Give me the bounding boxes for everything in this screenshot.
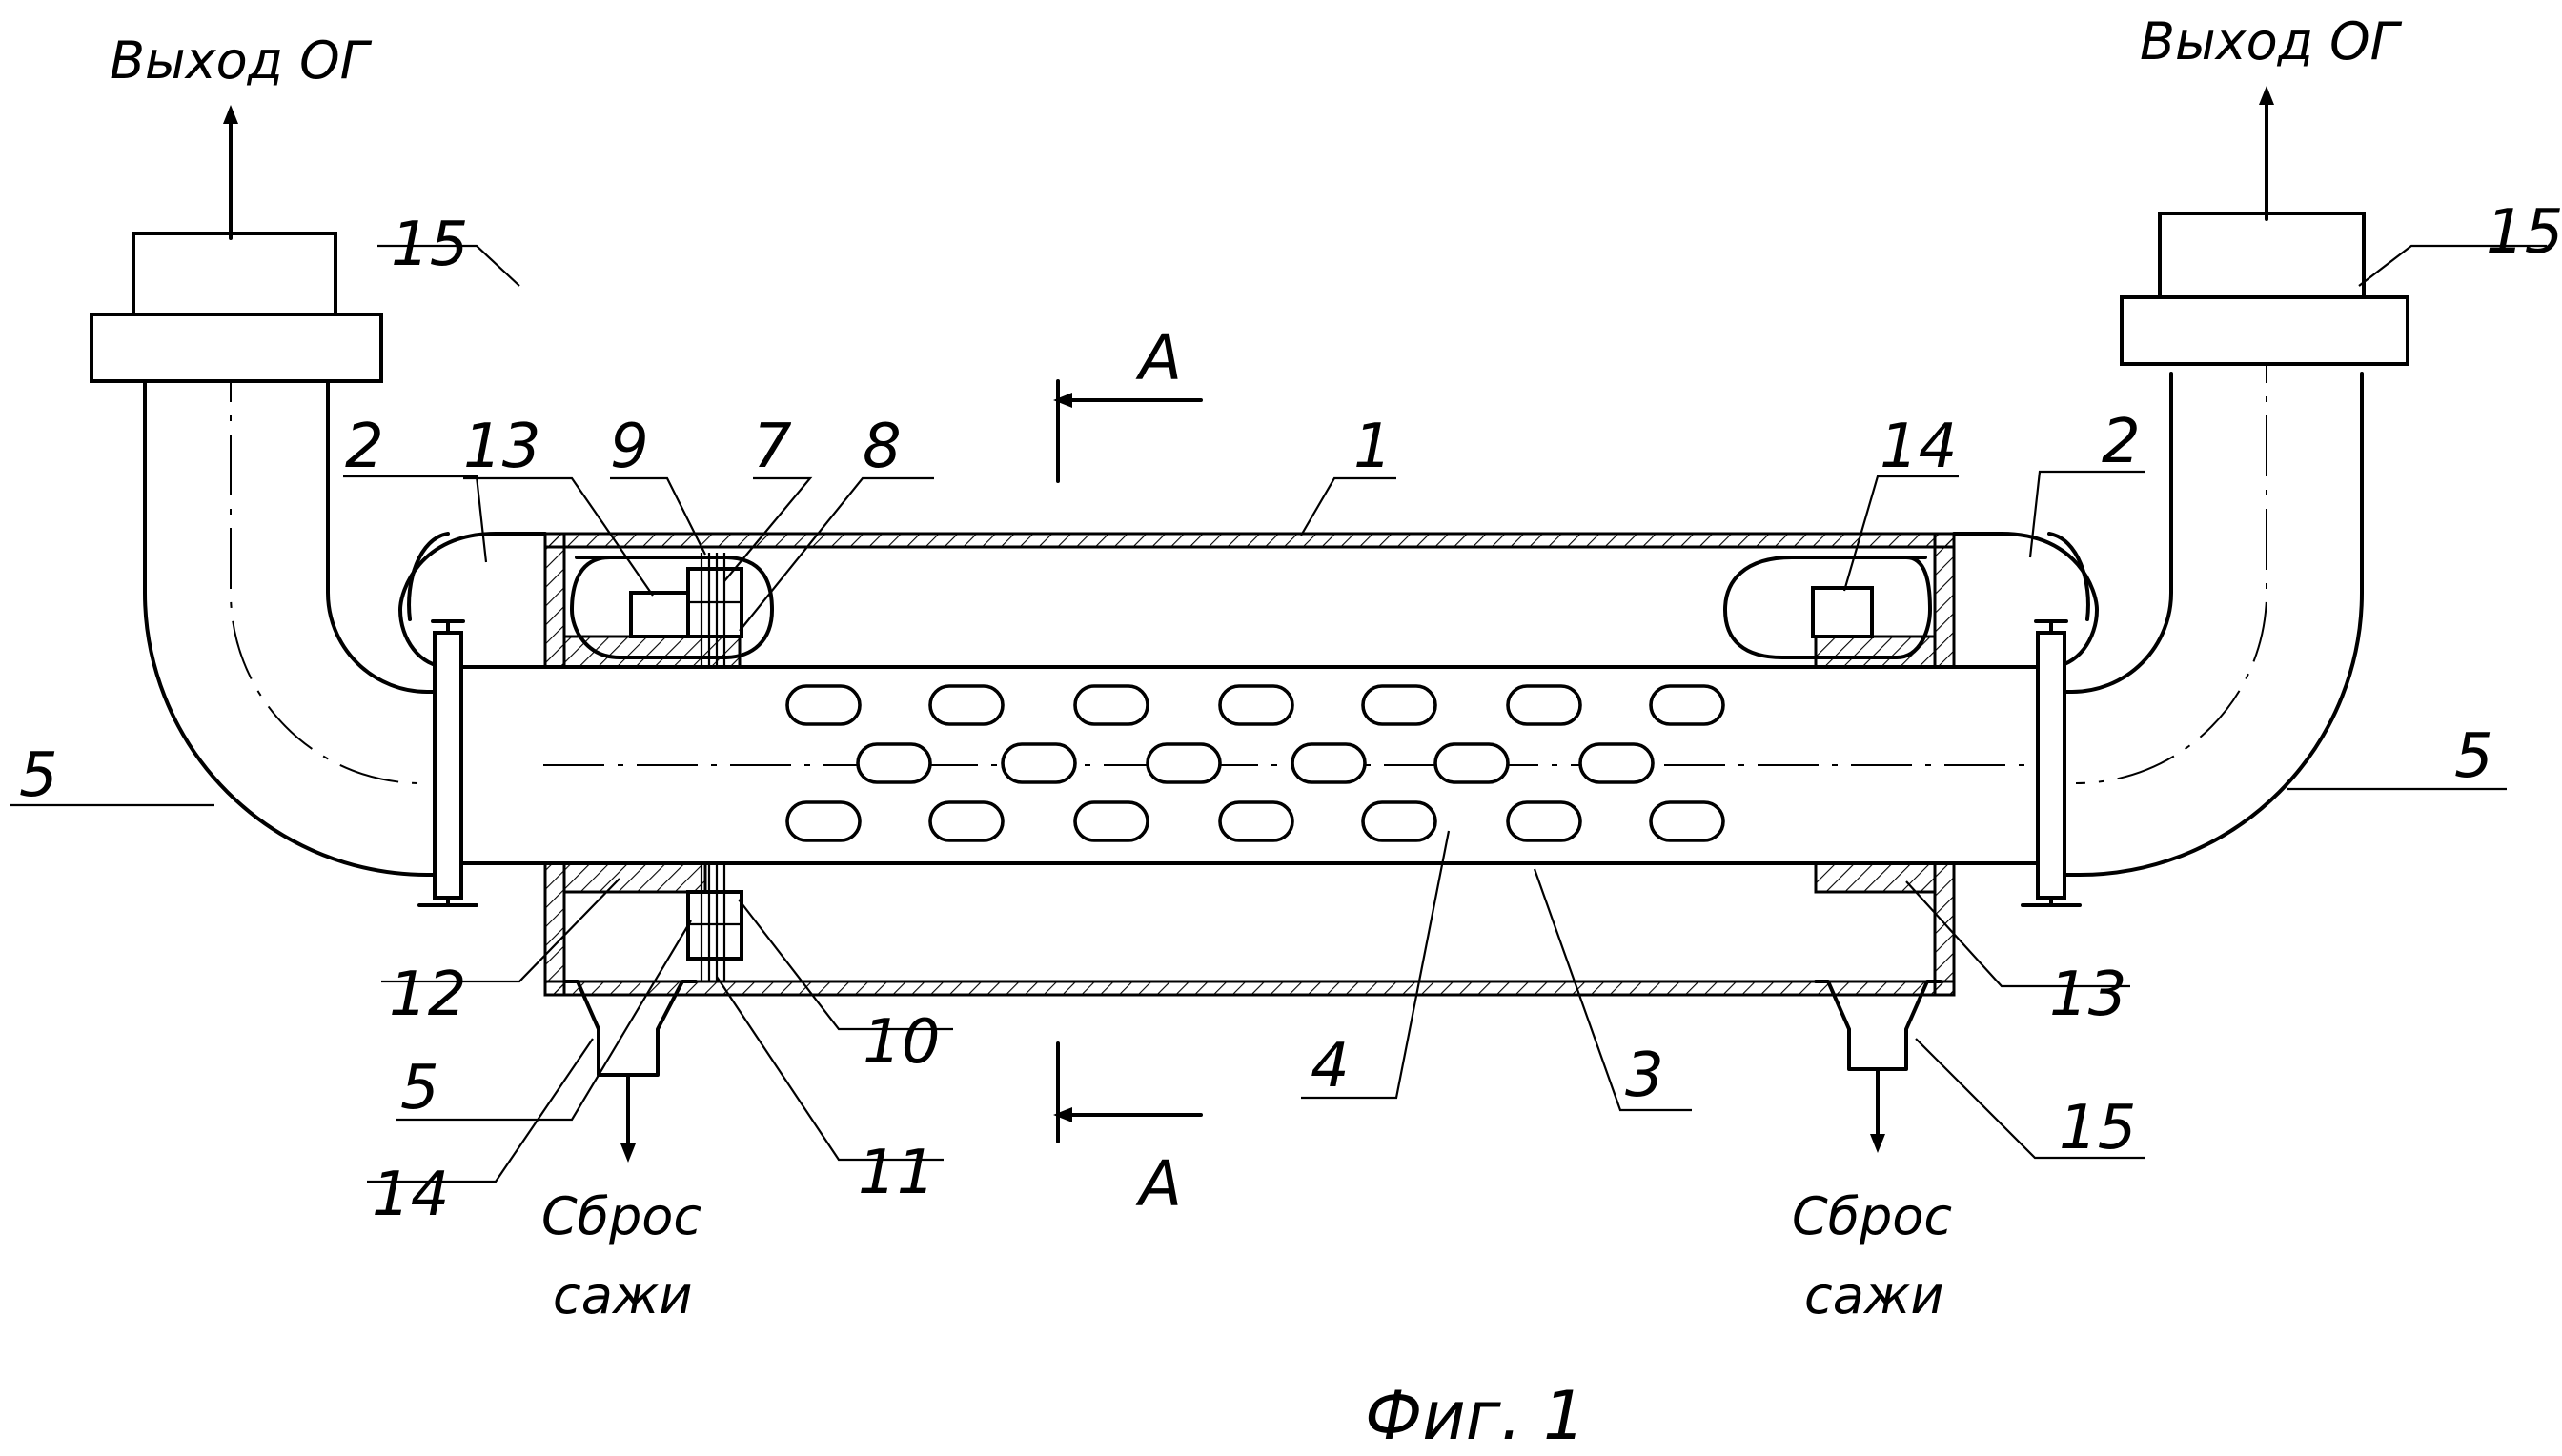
section-marker-top — [1053, 379, 1203, 483]
soot-label-right-line2: сажи — [1804, 1265, 1944, 1325]
part-number-13-left: 13 — [463, 412, 540, 482]
soot-label-right-line1: Сброс — [1792, 1186, 1952, 1246]
part-number-8: 8 — [863, 412, 902, 482]
right-support-ring-top — [1814, 635, 1937, 669]
part-number-9: 9 — [610, 412, 649, 482]
right-inner-window — [1723, 556, 1932, 659]
leader-lines — [10, 244, 2547, 1183]
section-marker-bottom — [1053, 1041, 1203, 1143]
part-number-12-right: 13 — [2049, 960, 2126, 1030]
right-pipe-flange — [2021, 619, 2082, 907]
part-numbers: 15 15 1 2 2 13 14 9 7 8 5 5 12 13 4 3 5 … — [19, 197, 2562, 1230]
figure-caption: Фиг. 1 — [1365, 1377, 1586, 1455]
left-exhaust-elbow — [143, 248, 450, 877]
part-number-1: 1 — [1353, 412, 1393, 482]
exhaust-outlet-label-left: Выход ОГ — [110, 30, 373, 91]
part-number-11: 11 — [858, 1138, 935, 1208]
right-outlet-flange — [2120, 212, 2410, 366]
left-outlet-flange — [90, 232, 383, 383]
right-end-cap — [1952, 532, 2099, 669]
left-pipe-flange — [417, 619, 478, 907]
section-label-top: А — [1135, 321, 1182, 394]
part-number-5-left: 5 — [19, 740, 58, 811]
part-number-2-left: 2 — [345, 412, 384, 482]
right-block — [1811, 586, 1874, 638]
part-number-15-left: 15 — [391, 210, 468, 280]
part-number-14-left: 14 — [372, 1160, 449, 1230]
damper-bottom — [686, 863, 743, 981]
part-number-13-right: 14 — [1880, 412, 1957, 482]
part-number-12-left: 12 — [389, 960, 466, 1030]
part-number-15-right: 15 — [2486, 197, 2562, 268]
exhaust-outlet-label-right: Выход ОГ — [2140, 11, 2403, 71]
left-support-ring-top — [562, 635, 742, 669]
part-number-14-right: 15 — [2059, 1093, 2136, 1163]
right-support-ring-bottom — [1814, 861, 1937, 894]
soot-label-left-line2: сажи — [553, 1265, 693, 1325]
part-number-6: 5 — [400, 1053, 439, 1123]
part-number-10: 10 — [863, 1007, 940, 1078]
right-exhaust-elbow — [2057, 229, 2364, 877]
left-end-cap — [398, 532, 547, 669]
part-number-3: 3 — [1625, 1041, 1664, 1111]
left-support-ring-bottom — [562, 861, 707, 894]
part-number-5-right: 5 — [2454, 721, 2493, 792]
section-label-bottom: А — [1135, 1147, 1182, 1221]
part-number-7: 7 — [753, 412, 792, 482]
damper-top — [686, 553, 743, 667]
soot-label-left-line1: Сброс — [541, 1186, 702, 1246]
part-number-2-right: 2 — [2102, 407, 2141, 477]
perforation-holes — [785, 684, 1725, 842]
part-number-4: 4 — [1311, 1031, 1350, 1102]
